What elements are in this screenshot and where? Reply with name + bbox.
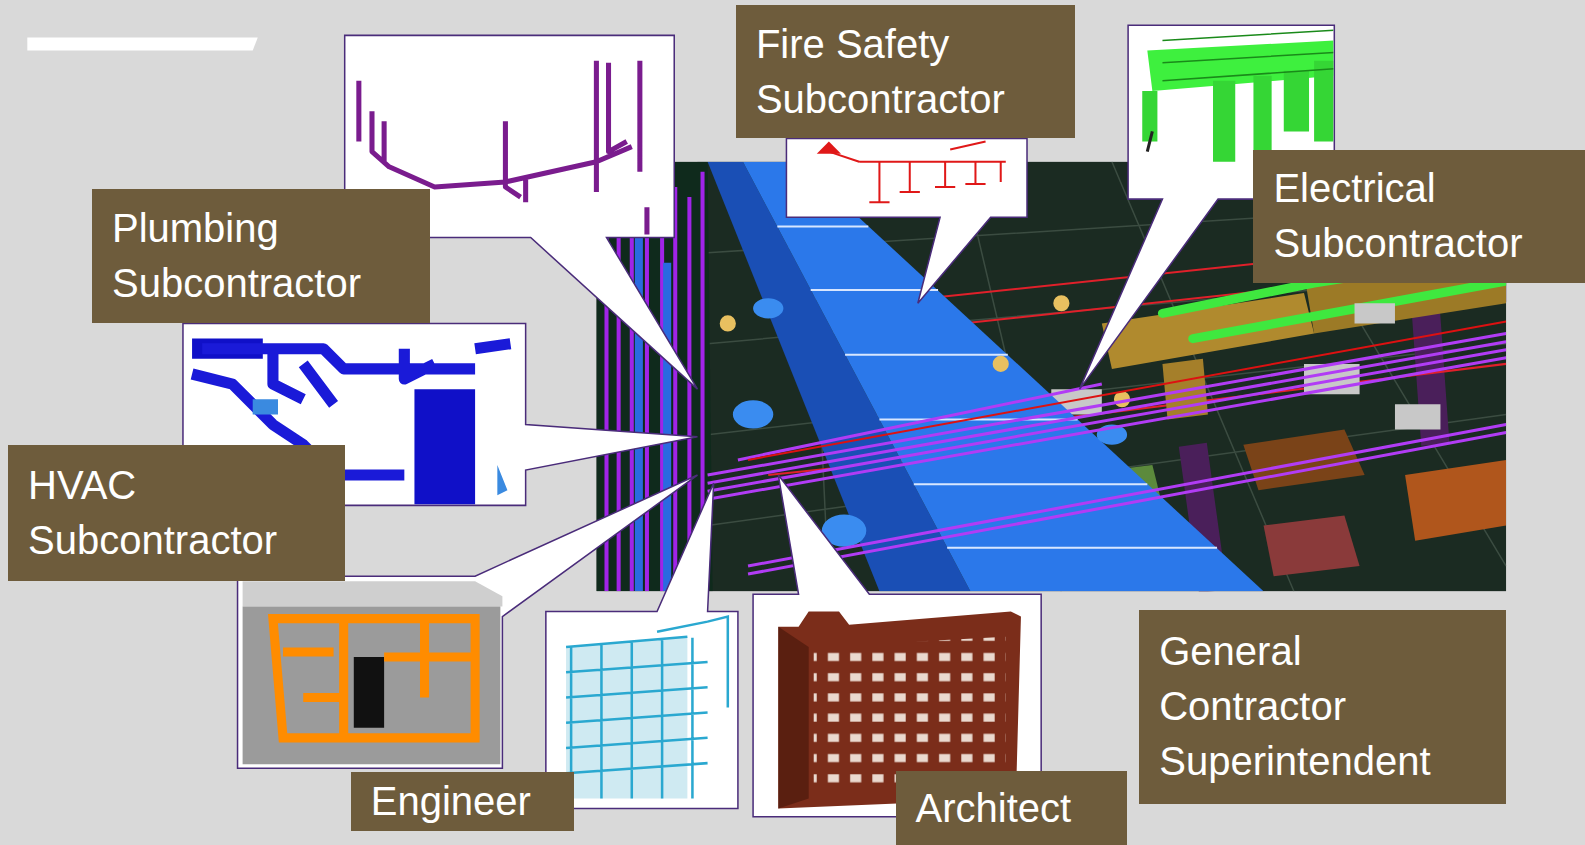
label-text: HVAC Subcontractor [28, 458, 325, 568]
floor-slab [243, 581, 503, 606]
label-box: Architect [896, 771, 1127, 845]
floor-patch [1405, 460, 1506, 541]
room-walls [273, 619, 475, 738]
title-bar [27, 37, 257, 50]
sprinkler-head [817, 142, 841, 154]
floor-patch [1264, 515, 1360, 576]
wire [1147, 131, 1152, 151]
wires [1162, 30, 1333, 81]
floor-plan [243, 606, 501, 764]
label-text: Fire Safety Subcontractor [756, 17, 1055, 127]
label-text: Plumbing Subcontractor [112, 201, 410, 311]
label-box: Engineer [351, 772, 574, 831]
label-box: Electrical Subcontractor [1253, 150, 1585, 283]
electrical-model [1142, 30, 1333, 161]
sprinkler-tree [829, 142, 1006, 203]
label-text: Architect [916, 781, 1107, 836]
riser-ducts [639, 232, 667, 591]
fire-model [817, 142, 1006, 203]
sprinkler-line [748, 321, 1506, 459]
label-text: Electrical Subcontractor [1273, 161, 1565, 271]
label-box: General Contractor Superintendent [1139, 610, 1506, 804]
facade-windows [814, 637, 1006, 789]
label-box: HVAC Subcontractor [8, 445, 345, 581]
callout-frame [753, 475, 1041, 817]
structural-frame [566, 617, 728, 799]
facade-side [778, 627, 808, 809]
shaft [354, 657, 384, 728]
label-box: Plumbing Subcontractor [92, 189, 430, 323]
pipe-bundle [708, 334, 1507, 575]
label-text: General Contractor Superintendent [1159, 624, 1486, 790]
callout-frame [786, 138, 1027, 303]
callout-frame [546, 483, 738, 808]
label-text: Engineer [371, 774, 554, 829]
floor-patch [1243, 430, 1364, 491]
label-box: Fire Safety Subcontractor [736, 5, 1075, 138]
